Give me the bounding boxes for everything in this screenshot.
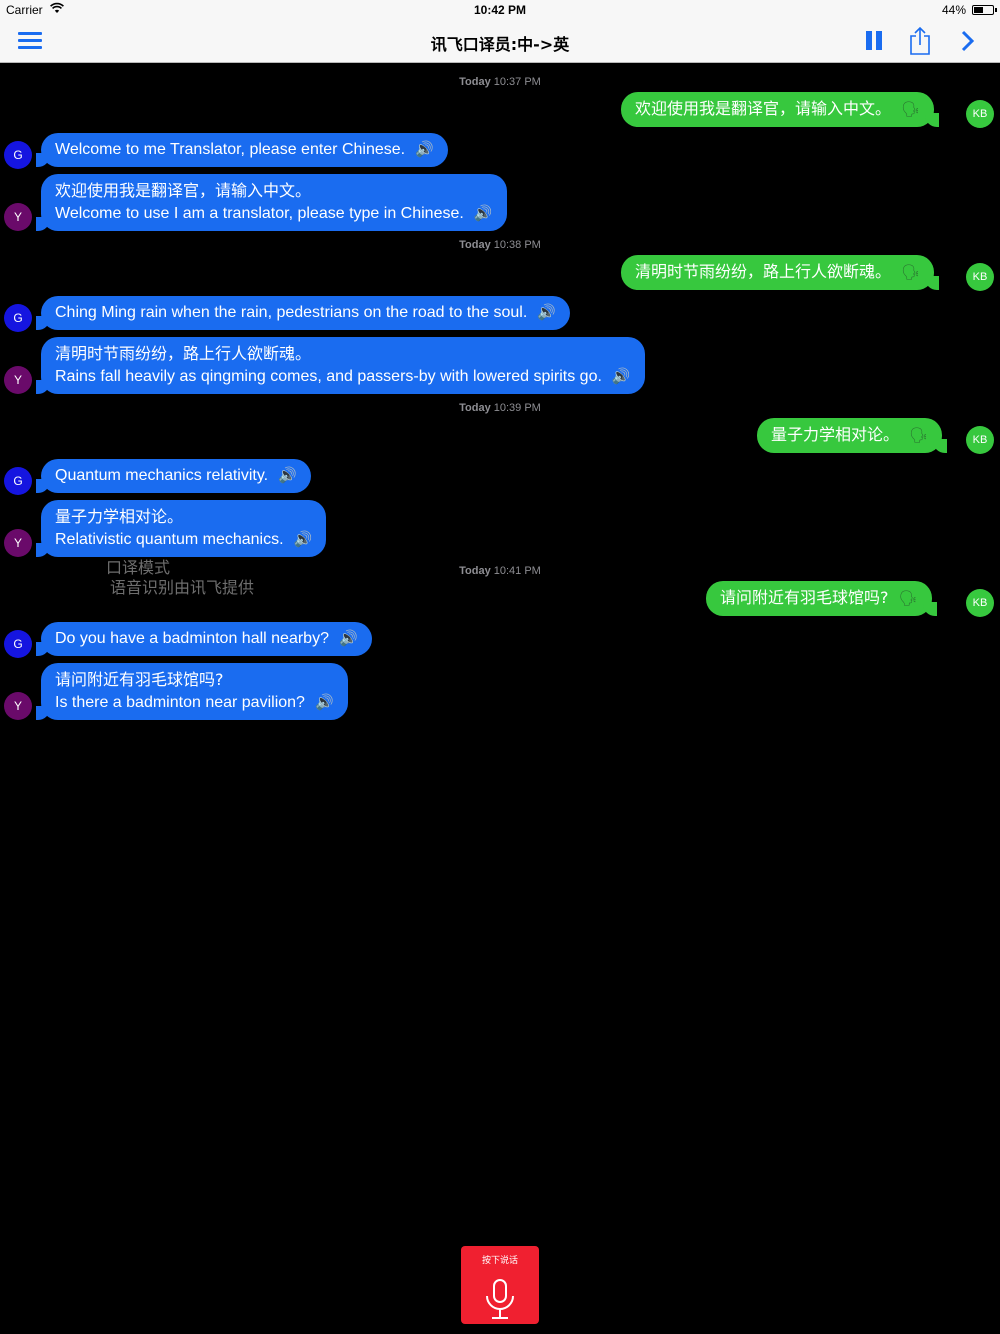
status-time: 10:42 PM	[473, 3, 527, 17]
share-icon[interactable]	[906, 26, 936, 55]
speaker-icon[interactable]: 🔊	[314, 694, 334, 711]
credit-label: 语音识别由讯飞提供	[110, 578, 255, 597]
carrier-label: Carrier	[6, 3, 43, 17]
incoming-message[interactable]: Welcome to me Translator, please enter C…	[36, 133, 448, 168]
message-timestamp: Today 10:41 PM	[459, 565, 541, 577]
avatar: KB	[966, 589, 994, 617]
push-to-talk-label: 按下说话	[481, 1256, 518, 1266]
avatar: G	[4, 304, 32, 332]
outgoing-message[interactable]: 请问附近有羽毛球馆吗?🗣	[706, 581, 937, 616]
incoming-message[interactable]: 清明时节雨纷纷，路上行人欲断魂。Rains fall heavily as qi…	[36, 337, 645, 395]
avatar: G	[4, 467, 32, 495]
incoming-message[interactable]: Do you have a badminton hall nearby?🔊	[36, 622, 372, 657]
avatar: Y	[4, 366, 32, 394]
speaking-head-icon[interactable]: 🗣	[901, 263, 921, 281]
avatar: Y	[4, 692, 32, 720]
speaker-icon[interactable]: 🔊	[415, 141, 434, 158]
outgoing-message[interactable]: 量子力学相对论。🗣	[757, 418, 948, 453]
speaking-head-icon[interactable]: 🗣	[898, 589, 918, 607]
battery-percent: 44%	[941, 3, 966, 17]
speaker-icon[interactable]: 🔊	[537, 304, 556, 321]
speaking-head-icon[interactable]: 🗣	[909, 426, 929, 444]
page-title: 讯飞口译员:中->英	[430, 35, 570, 54]
incoming-message[interactable]: 请问附近有羽毛球馆吗?Is there a badminton near pav…	[36, 663, 348, 721]
message-timestamp: Today 10:38 PM	[459, 239, 541, 251]
mode-label: 口译模式	[106, 558, 171, 577]
message-timestamp: Today 10:37 PM	[459, 76, 541, 88]
incoming-message[interactable]: Quantum mechanics relativity.🔊	[36, 459, 311, 494]
speaker-icon[interactable]: 🔊	[473, 205, 493, 222]
incoming-message[interactable]: 量子力学相对论。Relativistic quantum mechanics.🔊	[35, 500, 327, 558]
speaker-icon[interactable]: 🔊	[278, 467, 297, 484]
wifi-icon	[50, 2, 64, 17]
speaking-head-icon[interactable]: 🗣	[901, 100, 921, 118]
avatar: KB	[966, 100, 994, 128]
avatar: Y	[4, 203, 32, 231]
avatar: G	[4, 630, 32, 658]
outgoing-message[interactable]: 清明时节雨纷纷，路上行人欲断魂。🗣	[621, 255, 940, 290]
chevron-right-icon[interactable]	[956, 28, 986, 56]
battery-icon	[972, 5, 997, 15]
push-to-talk-button[interactable]: 按下说话	[461, 1246, 539, 1324]
avatar: KB	[966, 263, 994, 291]
hamburger-menu-icon[interactable]	[18, 32, 42, 52]
incoming-message[interactable]: 欢迎使用我是翻译官，请输入中文。Welcome to use I am a tr…	[36, 174, 507, 232]
speaker-icon[interactable]: 🔊	[293, 531, 313, 548]
speaker-icon[interactable]: 🔊	[611, 368, 631, 385]
speaker-icon[interactable]: 🔊	[338, 630, 358, 647]
outgoing-message[interactable]: 欢迎使用我是翻译官，请输入中文。🗣	[621, 92, 940, 127]
microphone-icon	[483, 1278, 517, 1325]
navigation-bar: 讯飞口译员:中->英	[0, 20, 1000, 63]
pause-icon[interactable]	[864, 31, 884, 51]
avatar: G	[4, 141, 32, 169]
avatar: KB	[966, 426, 994, 454]
avatar: Y	[4, 529, 32, 557]
incoming-message[interactable]: Ching Ming rain when the rain, pedestria…	[36, 296, 570, 331]
message-timestamp: Today 10:39 PM	[459, 402, 541, 414]
status-bar: Carrier 10:42 PM 44%	[0, 0, 1000, 20]
